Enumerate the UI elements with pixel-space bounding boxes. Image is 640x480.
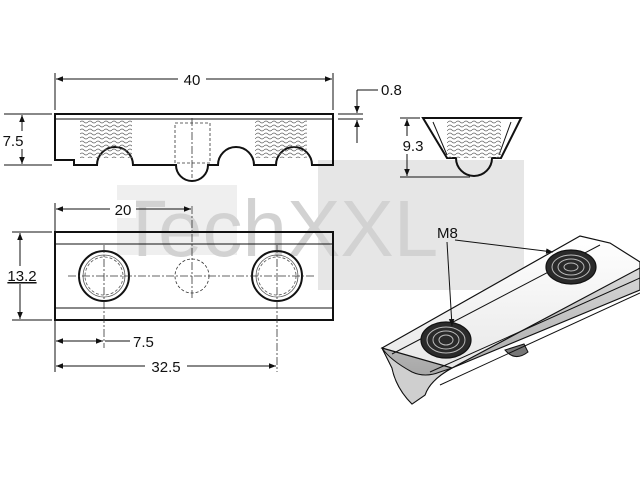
watermark-text: TechXXL (118, 184, 438, 273)
iso-hole-right (545, 249, 597, 285)
front-width-label: 40 (184, 72, 201, 89)
iso-edge-line-3 (439, 292, 640, 386)
front-view: 40 7.5 0.8 (2, 70, 402, 182)
watermark: TechXXL (117, 160, 524, 290)
front-knurl-left (80, 120, 132, 158)
iso-edge-line-2 (429, 277, 640, 373)
top-span-label: 32.5 (151, 359, 180, 376)
front-knurl-right (255, 120, 307, 158)
front-height-label: 7.5 (3, 133, 24, 150)
side-height-label: 9.3 (403, 138, 424, 155)
top-half-label: 20 (115, 202, 132, 219)
watermark-box (318, 160, 524, 290)
watermark-box-left (117, 185, 237, 255)
top-width-label: 13.2 (7, 268, 36, 285)
iso-m8-leader-left (446, 241, 455, 327)
top-dim-20-bg (110, 200, 136, 218)
side-view-outline (421, 117, 523, 177)
front-hidden-pin (174, 122, 211, 164)
side-view: 9.3 (400, 117, 523, 178)
side-dim-93-bg (401, 136, 427, 154)
iso-end-cap (381, 347, 453, 405)
front-dim-75-bg (2, 131, 26, 149)
top-dim-132-bg (5, 266, 39, 284)
top-view: 20 13.2 7.5 32.5 (5, 200, 334, 376)
top-dim-325-bg (145, 357, 187, 375)
front-step-label: 0.8 (381, 82, 402, 99)
side-inner-left (432, 121, 448, 156)
iso-thread-label: M8 (437, 225, 458, 242)
side-knurl (447, 120, 501, 158)
iso-hole-left (420, 321, 472, 359)
top-offset-label: 7.5 (133, 334, 154, 351)
front-dim-40-bg (178, 70, 206, 88)
iso-view: M8 (380, 225, 640, 405)
iso-m8-leader-right (454, 239, 554, 254)
